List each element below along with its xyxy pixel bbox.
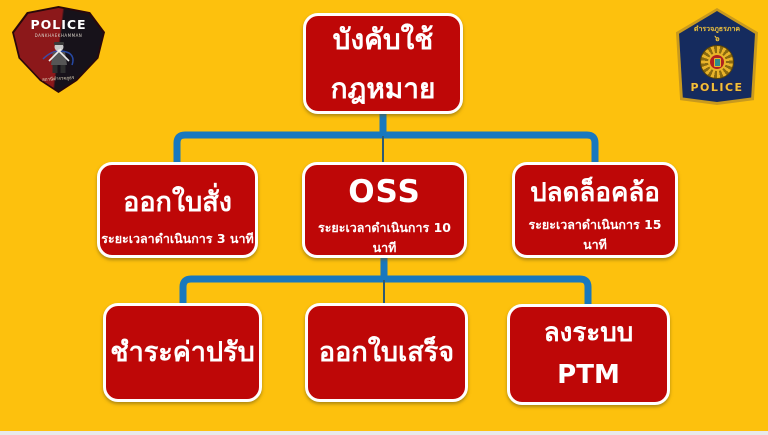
star-emblem-icon: [700, 45, 734, 79]
flowchart-node-issue-ticket: ออกใบสั่ง ระยะเวลาดำเนินการ 3 นาที: [97, 162, 258, 258]
officer-silhouette-icon: [41, 42, 74, 73]
node-subtitle: ระยะเวลาดำเนินการ 15 นาที: [528, 217, 662, 253]
node-subtitle: ระยะเวลาดำเนินการ 3 นาที: [101, 231, 254, 246]
node-title: OSS: [348, 173, 421, 210]
node-title: ปลดล็อคล้อ: [530, 177, 660, 208]
badge-right-arc-text: ตำรวจภูธรภาค: [693, 25, 741, 33]
star-core: [708, 53, 726, 71]
badge-left-title: POLICE: [30, 17, 87, 32]
flowchart-node-ptm-system: ลงระบบ PTM: [507, 304, 670, 405]
badge-left-footer-text: สถานีตำรวจภูธร: [42, 75, 75, 84]
node-title-line2: PTM: [557, 359, 620, 390]
police-badge-left: POLICE DANKHAEKHAMMAN สถานีตำรวจภูธร: [12, 6, 105, 93]
flowchart-node-pay-fine: ชำระค่าปรับ: [103, 303, 262, 402]
badge-right-bottom-text: POLICE: [690, 81, 744, 94]
node-title-line1: ลงระบบ: [543, 317, 634, 348]
root-title-line1: บังคับใช้: [332, 22, 434, 56]
badge-plate: ตำรวจภูธรภาค ๖ POLICE: [679, 11, 755, 102]
flowchart-node-root: บังคับใช้ กฎหมาย: [303, 13, 463, 114]
node-title: ออกใบสั่ง: [123, 187, 232, 219]
badge-right-region-number: ๖: [714, 34, 720, 43]
flowchart-node-unlock-wheel: ปลดล็อคล้อ ระยะเวลาดำเนินการ 15 นาที: [512, 162, 678, 258]
flowchart-node-oss: OSS ระยะเวลาดำเนินการ 10 นาที: [302, 162, 467, 258]
node-title: ลงระบบ PTM: [544, 313, 634, 396]
badge-shield: POLICE DANKHAEKHAMMAN สถานีตำรวจภูธร: [14, 8, 103, 91]
root-title: บังคับใช้ กฎหมาย: [331, 15, 436, 113]
node-title: ชำระค่าปรับ: [110, 336, 255, 368]
node-subtitle: ระยะเวลาดำเนินการ 10 นาที: [318, 220, 451, 256]
flowchart-node-issue-receipt: ออกใบเสร็จ: [305, 303, 468, 402]
badge-left-subtitle: DANKHAEKHAMMAN: [34, 33, 83, 38]
star-crest: [713, 57, 721, 67]
police-badge-right: ตำรวจภูธรภาค ๖ POLICE: [676, 8, 758, 105]
node-title: ออกใบเสร็จ: [318, 336, 455, 368]
root-title-line2: กฎหมาย: [330, 71, 436, 105]
bottom-strip: [0, 431, 768, 435]
